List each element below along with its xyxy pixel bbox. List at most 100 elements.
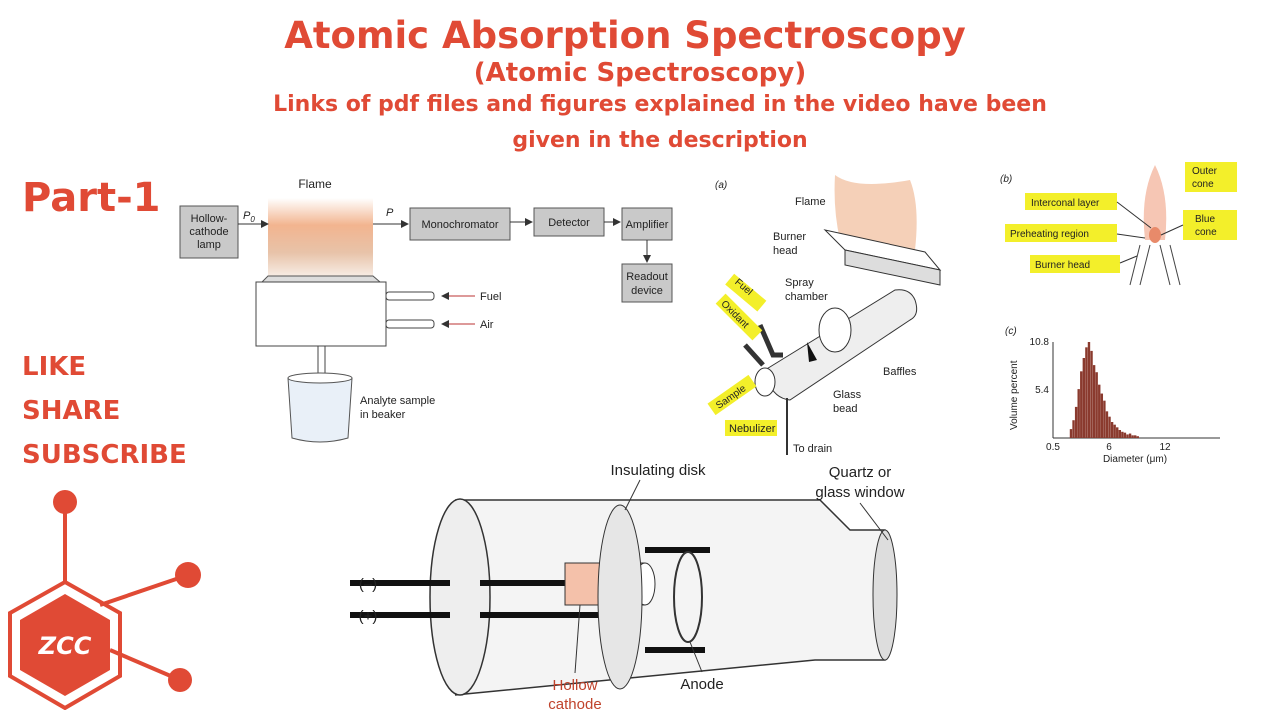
- nebulizer-label: Nebulizer: [729, 423, 776, 435]
- preheating-region-label: Preheating region: [1010, 229, 1089, 240]
- amplifier-box: [621, 207, 673, 241]
- fuel-tube: [385, 291, 435, 301]
- glass-bead-label-1: Glass: [833, 389, 862, 401]
- outer-cone-shape: [1143, 165, 1167, 240]
- flame-shape: [834, 175, 917, 250]
- outer-cone-label-1: Outer: [1192, 166, 1218, 177]
- description-note-line-2: given in the description: [512, 128, 808, 153]
- histogram-bar: [1092, 365, 1096, 438]
- x-tick-label-1: 6: [1106, 442, 1112, 453]
- anode-label: Anode: [680, 676, 723, 693]
- fuel-highlight: [725, 273, 767, 312]
- nebulizer-highlight: [725, 420, 777, 436]
- histogram-bar: [1087, 342, 1091, 438]
- histogram-bar: [1098, 384, 1101, 438]
- quartz-window-shape: [872, 529, 898, 661]
- page-subtitle: (Atomic Spectroscopy): [473, 58, 807, 88]
- logo-node-bottom: [168, 668, 192, 692]
- burner-body: [255, 281, 387, 347]
- histogram-bar: [1121, 431, 1124, 438]
- histogram-bar: [1085, 347, 1088, 438]
- histogram-bar: [1126, 434, 1129, 438]
- oxidant-highlight: [715, 293, 763, 341]
- spray-chamber-label-1: Spray: [785, 277, 814, 289]
- y-axis-label: Volume percent: [1009, 360, 1020, 430]
- flame-label: Flame: [795, 196, 826, 208]
- histogram-bar: [1103, 400, 1106, 438]
- fuel-label: Fuel: [480, 291, 501, 303]
- p-label: P: [386, 207, 394, 219]
- lamp-label-1: Hollow-: [191, 213, 228, 225]
- logo-node-right: [175, 562, 201, 588]
- histogram-bar: [1136, 436, 1139, 438]
- x-tick-label-2: 12: [1159, 442, 1171, 453]
- histogram-bar: [1080, 371, 1083, 438]
- y-tick-label-mid: 5.4: [1035, 385, 1049, 396]
- drain-label: To drain: [793, 443, 832, 455]
- x-tick-label-0: 0.5: [1046, 442, 1060, 453]
- air-label: Air: [480, 319, 494, 331]
- histogram-bar: [1095, 372, 1098, 438]
- plus-terminal-label: (+): [359, 608, 378, 625]
- histogram-bar: [1077, 389, 1080, 438]
- readout-label-2: device: [631, 285, 663, 297]
- histogram-bar: [1113, 424, 1116, 438]
- amplifier-label: Amplifier: [626, 219, 669, 231]
- description-note-line-1: Links of pdf files and figures explained…: [273, 92, 1047, 117]
- y-tick-label-max: 10.8: [1030, 337, 1050, 348]
- air-tube: [385, 319, 435, 329]
- sample-beaker: [287, 377, 353, 443]
- droplet-size-histogram: (c) Volume percent 10.8 5.4 0.5 6 12 Dia…: [1005, 326, 1220, 465]
- histogram-bar: [1128, 433, 1132, 438]
- blue-cone-shape: [1149, 227, 1161, 243]
- burner-diagram: (a) Flame Burner head Spray chamber Baff…: [707, 175, 942, 455]
- x-axis-label: Diameter (μm): [1103, 454, 1167, 465]
- spray-chamber-label-2: chamber: [785, 291, 828, 303]
- histogram-bar: [1072, 420, 1075, 438]
- insulating-disk-shape: [597, 504, 643, 690]
- histogram-bar: [1082, 358, 1086, 438]
- lamp-label-3: lamp: [197, 239, 221, 251]
- zcc-logo: ZCC: [8, 490, 201, 710]
- histogram-bar: [1110, 422, 1114, 438]
- lamp-base-disk: [429, 498, 491, 696]
- anode-ring: [673, 551, 703, 643]
- subscribe-label: SUBSCRIBE: [22, 440, 187, 470]
- outer-cone-label-2: cone: [1192, 179, 1214, 190]
- histogram-bars: [1069, 342, 1139, 438]
- baffle-shape: [818, 307, 852, 353]
- histogram-bar: [1134, 435, 1137, 438]
- readout-label-1: Readout: [626, 271, 668, 283]
- histogram-bar: [1118, 430, 1121, 438]
- detector-box: [533, 207, 605, 237]
- hollow-cathode-label-2: cathode: [548, 696, 601, 713]
- sample-highlight: [707, 374, 757, 416]
- histogram-bar: [1090, 350, 1093, 438]
- blue-cone-label-1: Blue: [1195, 214, 1215, 225]
- burner-head-label-2: head: [773, 245, 797, 257]
- flame-shape: [268, 198, 373, 276]
- burner-head-label: Burner head: [1035, 260, 1090, 271]
- histogram-bar: [1131, 435, 1134, 438]
- glass-bead-shape: [807, 342, 817, 362]
- sample-label-2: in beaker: [360, 409, 406, 421]
- interconal-layer-label: Interconal layer: [1031, 198, 1100, 209]
- baffles-label: Baffles: [883, 366, 917, 378]
- panel-c-label: (c): [1005, 326, 1017, 337]
- histogram-bar: [1108, 416, 1111, 438]
- burner-head-label-1: Burner: [773, 231, 806, 243]
- readout-device-box: [621, 263, 673, 303]
- lamp-envelope: [454, 499, 891, 696]
- hollow-cathode-lamp-diagram: Insulating disk Quartz or glass window (…: [350, 462, 905, 713]
- burner-head-shape: [844, 249, 941, 286]
- logo-text: ZCC: [38, 632, 92, 660]
- part-label: Part-1: [22, 175, 161, 221]
- histogram-bar: [1100, 393, 1104, 438]
- window-label-1: Quartz or: [829, 464, 892, 481]
- histogram-bar: [1116, 427, 1119, 438]
- monochromator-label: Monochromator: [421, 219, 498, 231]
- detector-label: Detector: [548, 217, 590, 229]
- panel-a-label: (a): [715, 180, 727, 191]
- insulating-disk-label: Insulating disk: [610, 462, 706, 479]
- histogram-bar: [1069, 429, 1073, 438]
